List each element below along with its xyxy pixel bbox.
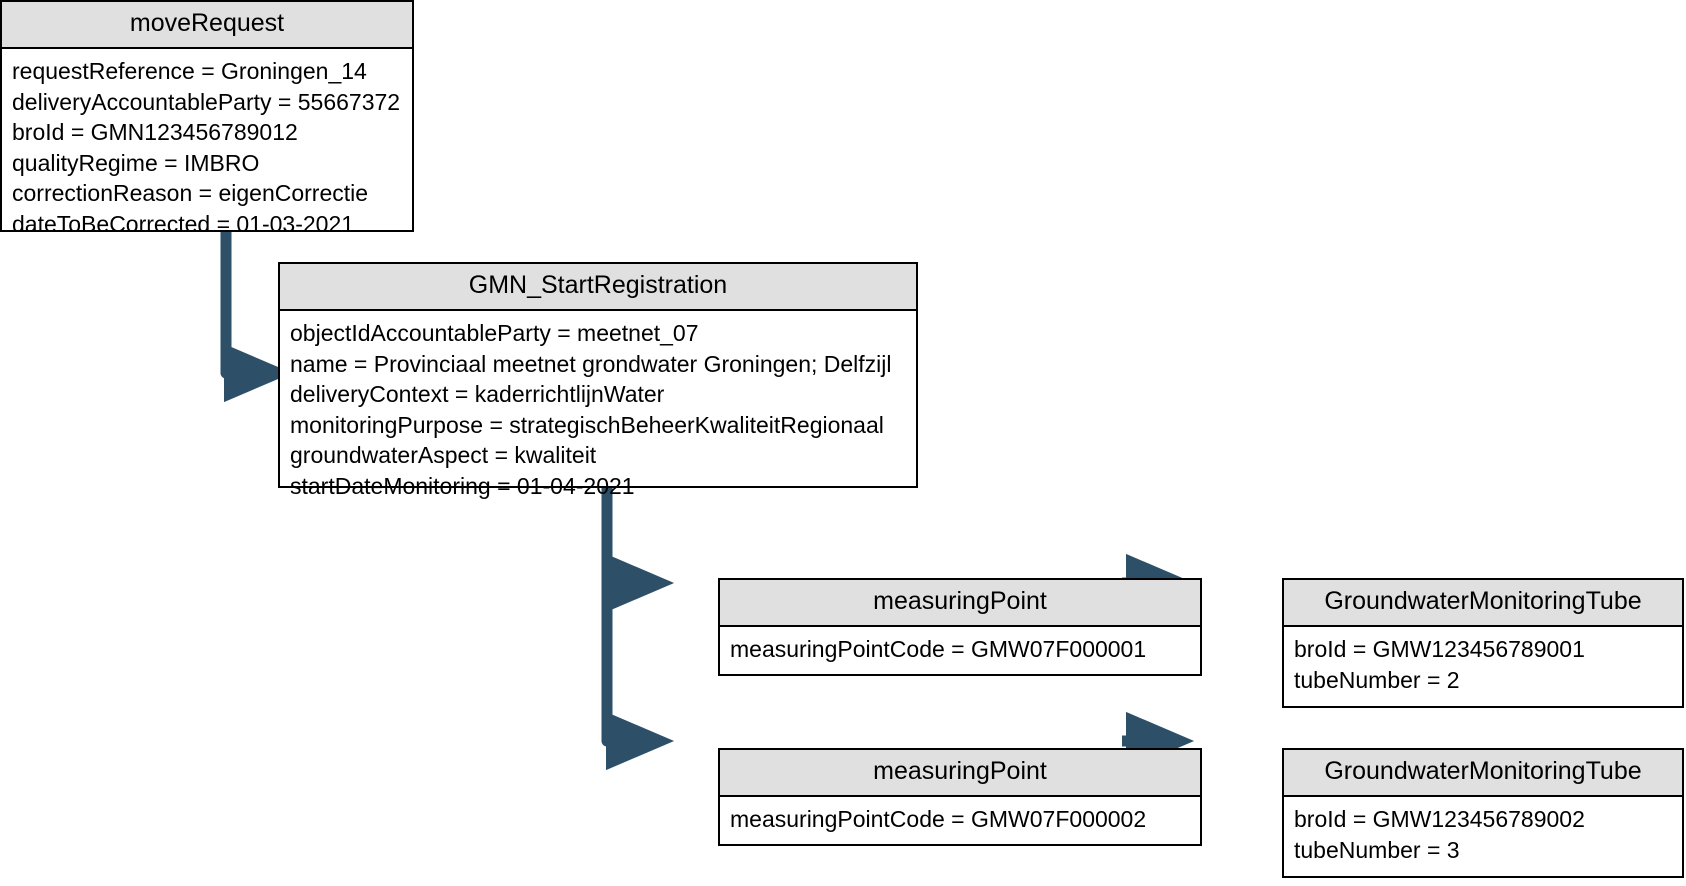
node-measuring-point-2-title: measuringPoint: [720, 750, 1200, 797]
attribute-row: deliveryContext = kaderrichtlijnWater: [290, 381, 665, 408]
node-measuring-point-1-title: measuringPoint: [720, 580, 1200, 627]
node-groundwater-monitoring-tube-1-title: GroundwaterMonitoringTube: [1284, 580, 1682, 627]
attribute-row: measuringPointCode = GMW07F000002: [730, 806, 1147, 832]
attribute-row: tubeNumber = 2: [1294, 666, 1460, 693]
node-move-request[interactable]: moveRequest requestReference = Groningen…: [0, 0, 414, 237]
node-groundwater-monitoring-tube-1[interactable]: GroundwaterMonitoringTube broId = GMW123…: [1282, 578, 1684, 708]
connector-moverequest-to-gmn-startregistration: [220, 232, 293, 403]
node-groundwater-monitoring-tube-2-attributes: broId = GMW123456789002 tubeNumber = 3: [1284, 797, 1682, 873]
node-gmn-start-registration-title: GMN_StartRegistration: [280, 264, 916, 311]
attribute-row: startDateMonitoring = 01-04-2021: [290, 472, 635, 499]
node-groundwater-monitoring-tube-1-attributes: broId = GMW123456789001 tubeNumber = 2: [1284, 627, 1682, 703]
attribute-row: deliveryAccountableParty = 55667372: [12, 88, 401, 115]
attribute-row: tubeNumber = 3: [1294, 836, 1460, 863]
attribute-row: dateToBeCorrected = 01-03-2021: [12, 210, 355, 237]
node-groundwater-monitoring-tube-2[interactable]: GroundwaterMonitoringTube broId = GMW123…: [1282, 748, 1684, 878]
node-groundwater-monitoring-tube-2-title: GroundwaterMonitoringTube: [1284, 750, 1682, 797]
node-move-request-attributes: requestReference = Groningen_14 delivery…: [2, 49, 412, 247]
attribute-row: measuringPointCode = GMW07F000001: [730, 636, 1147, 662]
node-measuring-point-2[interactable]: measuringPoint measuringPointCode = GMW0…: [718, 748, 1202, 846]
node-gmn-start-registration-attributes: objectIdAccountableParty = meetnet_07 na…: [280, 311, 916, 509]
attribute-row: requestReference = Groningen_14: [12, 58, 367, 84]
attribute-row: broId = GMW123456789001: [1294, 636, 1585, 662]
node-measuring-point-1[interactable]: measuringPoint measuringPointCode = GMW0…: [718, 578, 1202, 676]
node-measuring-point-2-attributes: measuringPointCode = GMW07F000002: [720, 797, 1200, 843]
attribute-row: objectIdAccountableParty = meetnet_07: [290, 320, 699, 346]
connector-gmn-startregistration-to-measuringpoint-2: [601, 488, 675, 771]
node-measuring-point-1-attributes: measuringPointCode = GMW07F000001: [720, 627, 1200, 673]
node-gmn-start-registration[interactable]: GMN_StartRegistration objectIdAccountabl…: [278, 262, 918, 499]
attribute-row: broId = GMW123456789002: [1294, 806, 1585, 832]
attribute-row: broId = GMN123456789012: [12, 119, 298, 146]
attribute-row: correctionReason = eigenCorrectie: [12, 180, 369, 207]
attribute-row: name = Provinciaal meetnet grondwater Gr…: [290, 350, 892, 377]
attribute-row: monitoringPurpose = strategischBeheerKwa…: [290, 411, 884, 438]
node-move-request-title: moveRequest: [2, 2, 412, 49]
attribute-row: groundwaterAspect = kwaliteit: [290, 442, 597, 469]
attribute-row: qualityRegime = IMBRO: [12, 149, 260, 176]
